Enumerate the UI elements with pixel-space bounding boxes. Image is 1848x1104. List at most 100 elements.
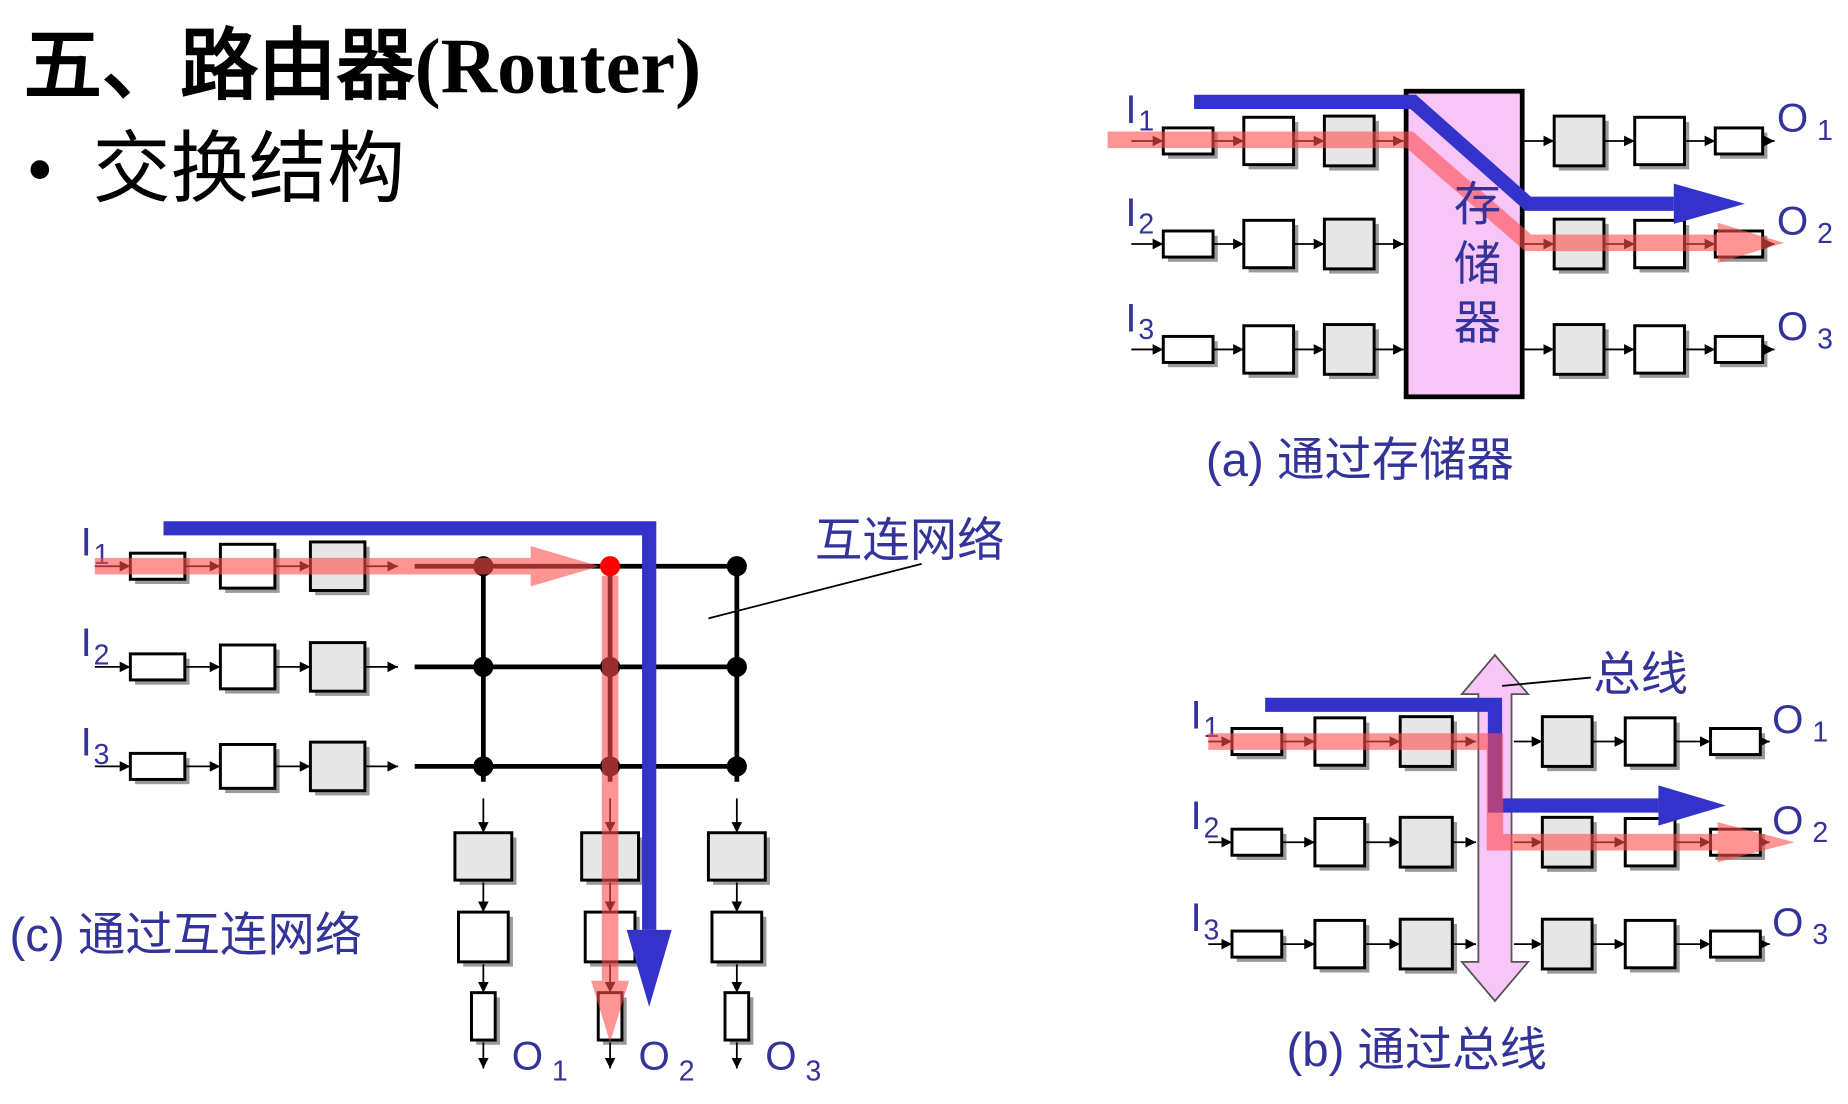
buffer-box-small bbox=[128, 751, 187, 781]
buffer-box-gray bbox=[1540, 715, 1594, 768]
crossbar-node bbox=[726, 556, 747, 577]
output-subscript-3: 3 bbox=[1812, 919, 1828, 951]
blue-path-arrowhead bbox=[1658, 785, 1726, 826]
red-path bbox=[1107, 131, 1718, 252]
buffer-box-gray bbox=[1322, 323, 1376, 376]
output-subscript-1: 1 bbox=[1817, 115, 1833, 147]
buffer-box bbox=[1242, 218, 1296, 270]
buffer-box-small bbox=[1713, 334, 1765, 364]
input-label-3: I bbox=[1125, 296, 1136, 341]
input-subscript-1: 1 bbox=[1138, 105, 1154, 137]
input-label-2: I bbox=[1191, 793, 1202, 838]
input-subscript-2: 2 bbox=[1204, 812, 1220, 844]
slide-title: 五、路由器(Router) bbox=[24, 22, 701, 109]
buffer-box-small bbox=[1709, 727, 1762, 757]
output-subscript-1: 1 bbox=[552, 1055, 568, 1087]
buffer-box-small bbox=[1161, 334, 1215, 364]
caption-a: (a) 通过存储器 bbox=[1206, 434, 1514, 487]
bus-label: 总线 bbox=[1593, 649, 1688, 702]
crossbar-node-active bbox=[600, 556, 621, 577]
input-label-3: I bbox=[1191, 895, 1202, 940]
network-leader-line bbox=[708, 562, 922, 620]
blue-path bbox=[163, 521, 657, 930]
output-label-3: O bbox=[765, 1034, 796, 1079]
output-label-2: O bbox=[1777, 199, 1808, 244]
buffer-box-small bbox=[1709, 929, 1762, 959]
crossbar-node bbox=[726, 756, 747, 777]
crossbar-node bbox=[473, 656, 494, 677]
caption-c: (c) 通过互连网络 bbox=[10, 909, 363, 962]
red-path-arrowhead bbox=[1717, 822, 1795, 863]
memory-label: 存储器 bbox=[1446, 179, 1500, 357]
caption-b: (b) 通过总线 bbox=[1286, 1024, 1547, 1077]
network-label: 互连网络 bbox=[815, 515, 1005, 568]
output-subscript-3: 3 bbox=[806, 1055, 822, 1087]
red-path-arrowhead bbox=[1717, 222, 1784, 263]
output-label-1: O bbox=[1777, 95, 1808, 140]
blue-path-arrowhead bbox=[1673, 183, 1745, 224]
input-label-1: I bbox=[1191, 692, 1202, 737]
buffer-box-small bbox=[470, 991, 497, 1042]
output-label-1: O bbox=[512, 1034, 543, 1079]
buffer-box bbox=[456, 910, 510, 964]
buffer-box bbox=[1633, 324, 1686, 375]
buffer-box-small bbox=[1230, 827, 1284, 857]
input-subscript-3: 3 bbox=[94, 739, 110, 771]
red-path-arrowhead bbox=[530, 546, 600, 587]
input-label-2: I bbox=[81, 620, 92, 665]
output-label-2: O bbox=[1772, 798, 1803, 843]
input-label-1: I bbox=[81, 520, 92, 565]
output-subscript-3: 3 bbox=[1817, 323, 1833, 355]
input-subscript-2: 2 bbox=[1138, 208, 1154, 240]
buffer-box-gray bbox=[1540, 917, 1594, 971]
input-subscript-2: 2 bbox=[94, 640, 110, 672]
buffer-box-small bbox=[1230, 929, 1284, 959]
buffer-box-gray bbox=[1322, 217, 1376, 271]
buffer-box-gray bbox=[1398, 917, 1454, 971]
blue-path-arrowhead bbox=[626, 929, 672, 1007]
input-label-3: I bbox=[81, 720, 92, 765]
output-label-3: O bbox=[1772, 900, 1803, 945]
blue-path bbox=[1194, 94, 1674, 211]
bus-leader-line bbox=[1501, 676, 1591, 687]
output-subscript-2: 2 bbox=[1817, 218, 1833, 250]
output-subscript-1: 1 bbox=[1812, 717, 1828, 749]
red-path-arrowhead bbox=[591, 980, 630, 1043]
buffer-box-gray bbox=[308, 740, 367, 793]
diagram-text-layer: 存储器 (a) 通过存储器 总线 (b) 通过总线 互连网络 (c) 通过互连网… bbox=[10, 179, 1688, 1077]
output-label-2: O bbox=[639, 1034, 670, 1079]
bullet-heading: 交换结构 bbox=[92, 125, 405, 212]
crossbar-node bbox=[726, 656, 747, 677]
buffer-box-small bbox=[128, 652, 187, 682]
output-subscript-2: 2 bbox=[1812, 817, 1828, 849]
red-path bbox=[1208, 733, 1718, 851]
buffer-box-gray bbox=[453, 831, 514, 882]
input-label-1: I bbox=[1125, 87, 1136, 132]
input-subscript-3: 3 bbox=[1138, 314, 1154, 346]
buffer-box-small bbox=[1161, 229, 1215, 259]
buffer-box bbox=[710, 910, 764, 964]
input-subscript-3: 3 bbox=[1204, 914, 1220, 946]
output-subscript-2: 2 bbox=[679, 1055, 695, 1087]
bullet-symbol: • bbox=[26, 125, 53, 212]
output-label-1: O bbox=[1772, 697, 1803, 742]
buffer-box bbox=[1313, 817, 1367, 868]
output-label-3: O bbox=[1777, 304, 1808, 349]
crossbar-node bbox=[473, 756, 494, 777]
buffer-box-gray bbox=[1552, 114, 1606, 168]
buffer-box bbox=[218, 643, 277, 691]
buffer-box-gray bbox=[1552, 323, 1606, 376]
buffer-box-small bbox=[1713, 126, 1765, 156]
buffer-box bbox=[1242, 324, 1296, 375]
buffer-box-gray bbox=[706, 831, 767, 882]
buffer-box-gray bbox=[308, 641, 367, 693]
buffer-box bbox=[218, 743, 277, 790]
buffer-box-small bbox=[723, 991, 751, 1042]
input-label-2: I bbox=[1125, 190, 1136, 235]
buffer-box bbox=[1623, 918, 1677, 970]
buffer-box bbox=[1623, 716, 1677, 767]
